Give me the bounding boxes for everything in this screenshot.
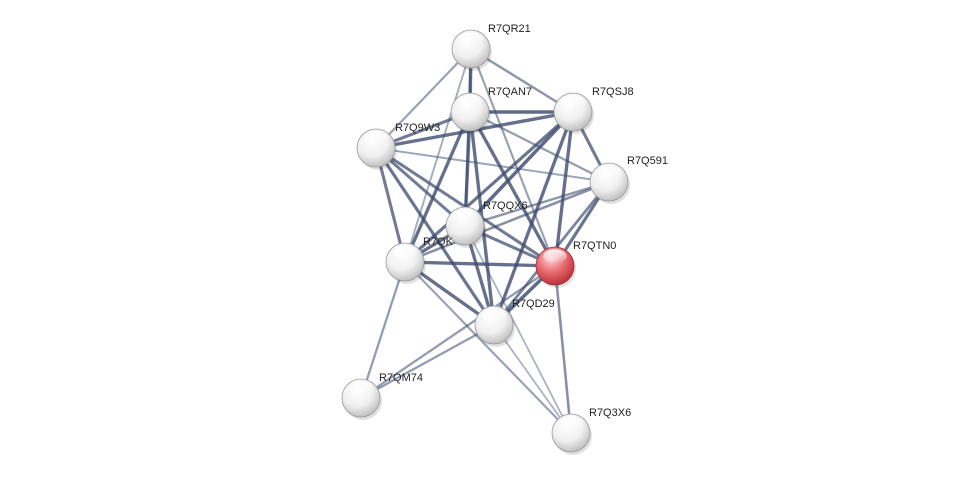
edge-R7Q591-R7QK xyxy=(403,180,611,264)
edge-R7QSJ8-R7QD29 xyxy=(492,110,575,327)
node-label-R7QR21: R7QR21 xyxy=(488,23,531,35)
edge-R7QTN0-R7Q3X6 xyxy=(553,264,573,435)
node-R7QD29[interactable]: R7QD29 xyxy=(474,298,555,347)
sphere-highlight xyxy=(597,165,621,180)
sphere-highlight xyxy=(482,308,506,323)
edge-R7Q591-R7QQX6 xyxy=(463,180,611,228)
sphere-highlight xyxy=(393,245,417,260)
edge-R7QR21-R7QK xyxy=(404,48,472,263)
node-label-R7QAN7: R7QAN7 xyxy=(488,86,532,98)
node-label-R7QD29: R7QD29 xyxy=(512,298,555,310)
node-R7QM74[interactable]: R7QM74 xyxy=(341,372,423,420)
node-R7QK[interactable]: R7QK xyxy=(385,236,454,284)
node-R7QR21[interactable]: R7QR21 xyxy=(451,23,531,71)
node-label-R7QSJ8: R7QSJ8 xyxy=(592,86,634,98)
node-label-R7Q591: R7Q591 xyxy=(627,155,668,167)
edge-R7QR21-R7QTN0 xyxy=(469,47,557,268)
edge-R7QR21-R7Q9W3 xyxy=(374,47,473,150)
sphere-highlight xyxy=(559,416,583,431)
edge-R7Q9W3-R7QK xyxy=(374,146,407,264)
edge-R7QSJ8-R7QQX6 xyxy=(463,110,575,228)
sphere-highlight xyxy=(459,32,483,47)
edge-R7QD29-R7QM74 xyxy=(359,323,496,400)
node-R7QSJ8[interactable]: R7QSJ8 xyxy=(553,86,634,134)
sphere-highlight xyxy=(364,131,388,146)
node-label-R7Q3X6: R7Q3X6 xyxy=(589,407,631,419)
node-R7QQX6[interactable]: R7QQX6 xyxy=(445,200,528,248)
node-R7QAN7[interactable]: R7QAN7 xyxy=(450,86,532,134)
edge-R7QD29-R7Q3X6 xyxy=(493,324,572,434)
edge-R7Q9W3-R7Q591 xyxy=(374,146,611,184)
node-R7Q9W3[interactable]: R7Q9W3 xyxy=(356,122,440,170)
edge-R7Q9W3-R7QD29 xyxy=(374,146,496,327)
node-R7QTN0[interactable]: R7QTN0 xyxy=(535,240,616,288)
node-label-R7QM74: R7QM74 xyxy=(379,372,423,384)
edge-R7QSJ8-R7QK xyxy=(403,110,575,264)
node-label-R7QTN0: R7QTN0 xyxy=(573,240,616,252)
edge-R7QSJ8-R7QTN0 xyxy=(553,110,575,268)
edge-R7QK-R7QM74 xyxy=(359,260,407,400)
sphere-highlight xyxy=(453,209,477,224)
sphere-highlight xyxy=(561,95,585,110)
sphere-highlight xyxy=(458,95,482,110)
edge-R7QR21-R7QSJ8 xyxy=(469,47,575,114)
sphere-highlight xyxy=(543,249,567,264)
edge-R7QK-R7Q3X6 xyxy=(403,260,573,435)
edge-R7QK-R7QTN0 xyxy=(403,260,557,268)
edge-R7QQX6-R7Q3X6 xyxy=(464,225,572,434)
node-R7Q591[interactable]: R7Q591 xyxy=(589,155,668,204)
node-R7Q3X6[interactable]: R7Q3X6 xyxy=(551,407,631,455)
edge-R7QTN0-R7QM74 xyxy=(359,264,557,400)
node-label-R7QK: R7QK xyxy=(423,236,454,248)
edge-R7Q9W3-R7QQX6 xyxy=(374,146,467,228)
node-label-R7QQX6: R7QQX6 xyxy=(483,200,528,212)
sphere-highlight xyxy=(349,381,373,396)
node-label-R7Q9W3: R7Q9W3 xyxy=(395,122,440,134)
edge-R7QAN7-R7QTN0 xyxy=(468,110,557,268)
